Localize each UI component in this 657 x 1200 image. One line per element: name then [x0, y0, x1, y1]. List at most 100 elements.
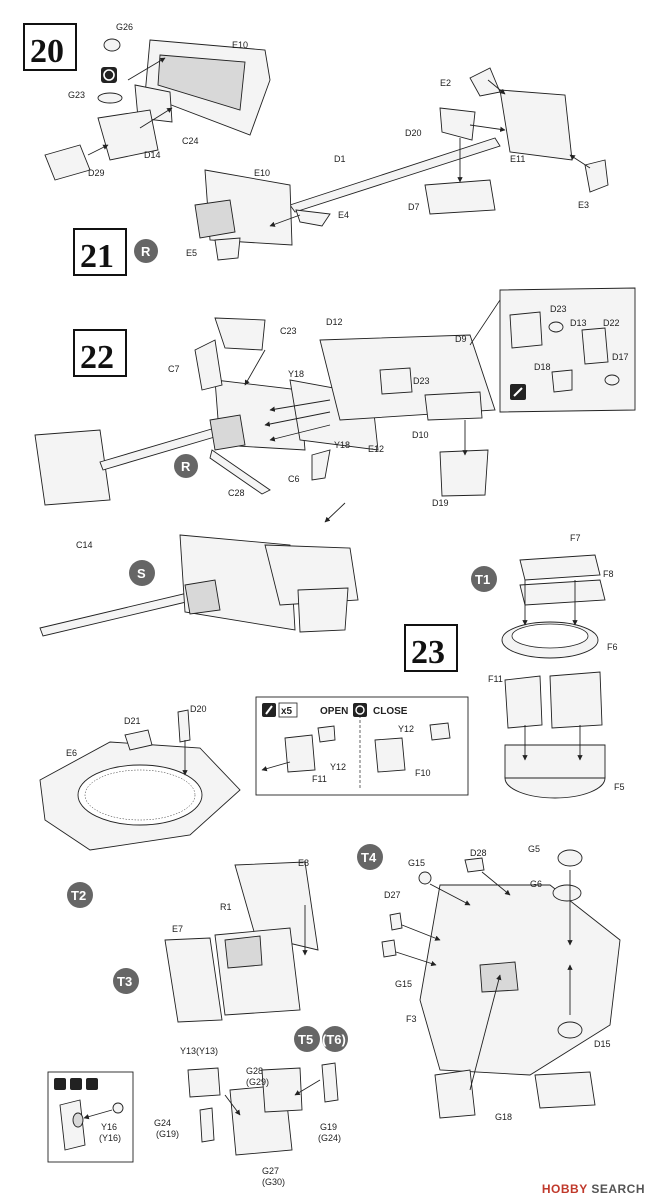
step-22-parts [34, 287, 636, 506]
label: D12 [326, 317, 343, 327]
label: C28 [228, 488, 245, 498]
watermark-brand: HOBBY [541, 1182, 588, 1196]
e6-ring-assembly [39, 709, 241, 851]
label: E10 [232, 40, 248, 50]
label: D7 [408, 202, 420, 212]
step-22-number: 22 [80, 339, 114, 376]
open-label: OPEN [320, 706, 348, 717]
label: G5 [528, 844, 540, 854]
label: C6 [288, 474, 300, 484]
badge-r2 [174, 454, 198, 478]
label: G15 [395, 979, 412, 989]
t4-parts [381, 849, 621, 1119]
assembled-turret-s [39, 534, 359, 637]
label: R1 [220, 902, 232, 912]
badge-t4-text: T4 [361, 850, 377, 865]
label: G26 [116, 22, 133, 32]
label: D15 [594, 1039, 611, 1049]
label: D17 [612, 352, 629, 362]
badge-t3-text: T3 [117, 974, 132, 989]
direction-arrow [324, 502, 346, 523]
t2-t3-parts [164, 861, 319, 1023]
badge-r1-text: R [141, 244, 151, 259]
label: (G29) [246, 1077, 269, 1087]
label: G27 [262, 1166, 279, 1176]
label: E8 [298, 858, 309, 868]
label: C7 [168, 364, 180, 374]
badge-t2 [67, 882, 93, 908]
glue-icon [262, 703, 276, 717]
step-21-box [73, 228, 127, 276]
label: G23 [68, 90, 85, 100]
y16-callout: Y16 (Y16) [47, 1071, 134, 1163]
label: E11 [510, 154, 525, 164]
glue-icon [54, 1078, 66, 1090]
label: Y18 [334, 440, 350, 450]
badge-r1 [134, 239, 158, 263]
rotate-icon [86, 1078, 98, 1090]
badge-t5 [294, 1026, 320, 1052]
label: E10 [254, 168, 270, 178]
badge-t1-text: T1 [475, 572, 490, 587]
label: D21 [124, 716, 141, 726]
step-20-labels: G26 E10 G23 C24 D14 D29 E2 D20 E11 D1 E1… [68, 22, 589, 258]
label: E4 [338, 210, 349, 220]
watermark: HOBBY SEARCH [542, 1182, 645, 1196]
label: (Y16) [99, 1133, 121, 1143]
label: E3 [578, 200, 589, 210]
step-20-parts [44, 38, 609, 261]
label: G19 [320, 1122, 337, 1132]
label: C24 [182, 136, 199, 146]
label: D9 [455, 334, 467, 344]
paint-icon [510, 384, 526, 400]
label: F11 [312, 774, 327, 784]
label: Y16 [101, 1122, 117, 1132]
label: (G30) [262, 1177, 285, 1187]
step-20-box [23, 23, 77, 71]
label: F7 [570, 533, 581, 543]
badge-t3 [113, 968, 139, 994]
label: E2 [440, 78, 451, 88]
badge-s-text: S [137, 566, 146, 581]
badge-r2-text: R [181, 459, 191, 474]
watermark-site: SEARCH [591, 1182, 645, 1196]
label: D10 [412, 430, 429, 440]
label: D28 [470, 848, 487, 858]
badge-t2-text: T2 [71, 888, 86, 903]
label: C14 [76, 540, 93, 550]
multiplier-box [278, 702, 298, 718]
label: E7 [172, 924, 183, 934]
label: E5 [186, 248, 197, 258]
label: D19 [432, 498, 449, 508]
label: G28 [246, 1066, 263, 1076]
label: F8 [603, 569, 614, 579]
label: F5 [614, 782, 625, 792]
badge-t6 [322, 1026, 348, 1052]
label: F10 [415, 768, 431, 778]
label: G15 [408, 858, 425, 868]
badge-s [129, 560, 155, 586]
label: D18 [534, 362, 551, 372]
multiplier-label: x5 [281, 706, 293, 717]
t2-t3-labels: E8 R1 E7 [172, 858, 309, 934]
label: F6 [607, 642, 618, 652]
label: F3 [406, 1014, 417, 1024]
badge-t6-text: (T6) [322, 1032, 346, 1047]
badge-t4 [357, 844, 383, 870]
t5-parts [187, 1062, 339, 1156]
step-23-t1-parts [501, 554, 606, 799]
step-23-t1-labels: F7 F8 F6 F11 F5 [488, 533, 625, 792]
label: G18 [495, 1112, 512, 1122]
label: D23 [550, 304, 567, 314]
t5-labels: Y13(Y13) G28 (G29) G24 (G19) G27 (G30) G… [154, 1046, 341, 1187]
label: D20 [190, 704, 207, 714]
label: D13 [570, 318, 587, 328]
label: D14 [144, 150, 161, 160]
label: Y18 [288, 369, 304, 379]
paint-icon [70, 1078, 82, 1090]
label: D29 [88, 168, 105, 178]
label: Y13(Y13) [180, 1046, 218, 1056]
badge-t5-text: T5 [298, 1032, 313, 1047]
rotate-icon [101, 67, 117, 83]
